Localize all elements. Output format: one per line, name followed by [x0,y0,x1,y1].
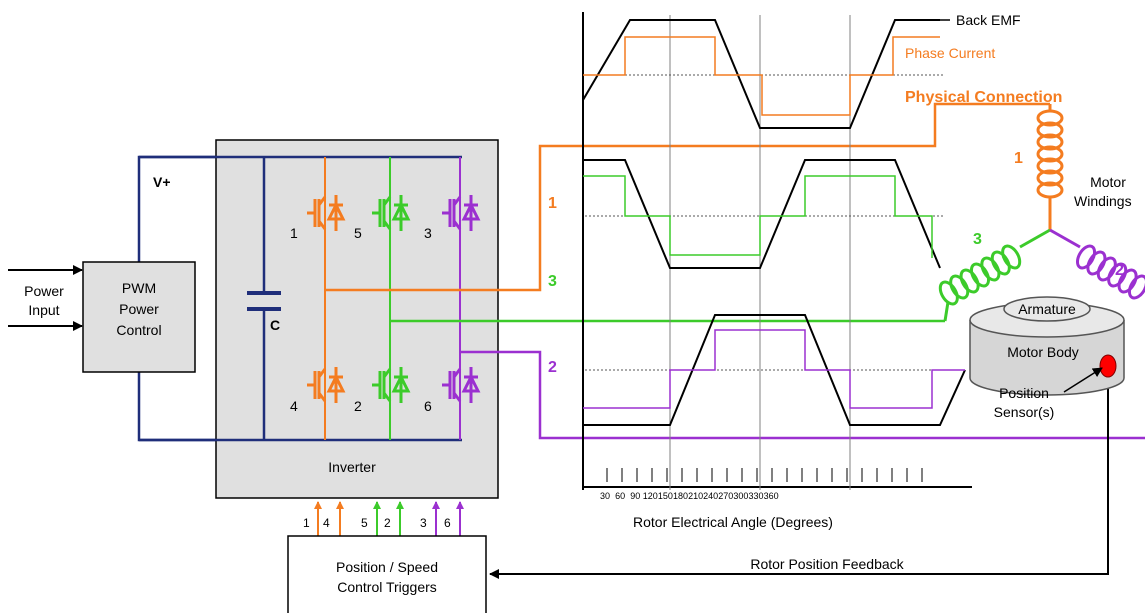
phase-2-wire [460,350,1145,440]
pwm-label-1: PWM [122,280,156,296]
vplus-label: V+ [153,174,171,190]
phase-2-back-emf [583,314,966,426]
phase-2-current [583,329,965,409]
switch-6 [442,367,481,403]
trigger-arrows: 1 4 5 2 3 6 [303,501,464,536]
trigger-number-6: 6 [444,516,451,530]
motor-windings-label-1: Motor [1090,174,1126,190]
armature-label: Armature [1018,301,1076,317]
controller-label-1: Position / Speed [336,559,438,575]
phase-3-back-emf [583,159,941,269]
armature [1003,296,1091,322]
position-speed-controller: Position / Speed Control Triggers [287,535,487,613]
angle-tick-label: 150 [658,491,673,501]
angle-tick-label: 270 [718,491,733,501]
trigger-number-2: 2 [384,516,391,530]
phase-current-label: Phase Current [905,45,995,61]
capacitor-label: C [270,317,280,333]
power-input: Power Input [8,265,83,331]
angle-tick-label: 300 [733,491,748,501]
angle-tick-label: 30 [600,491,610,501]
pwm-label-3: Control [116,322,161,338]
switch-number-2: 2 [354,398,362,414]
inverter-label: Inverter [328,459,376,475]
position-sensor [1099,354,1117,378]
trigger-number-3: 3 [420,516,427,530]
switch-number-4: 4 [290,398,298,414]
angle-tick-label: 60 [615,491,625,501]
winding-number-1: 1 [1014,150,1023,167]
phase-3-label: 3 [548,273,557,290]
trigger-number-1: 1 [303,516,310,530]
power-input-label-1: Power [24,283,64,299]
switch-5 [372,195,411,231]
phase-1-wire [325,102,1050,292]
switch-number-3: 3 [424,225,432,241]
pwm-label-2: Power [119,301,159,317]
pwm-power-control: PWM Power Control [82,261,196,373]
switch-number-1: 1 [290,225,298,241]
phase-3-current [583,175,933,258]
phase-1-current [583,36,940,116]
angle-tick-label: 330 [748,491,763,501]
controller-label-2: Control Triggers [337,579,437,595]
power-input-label-2: Input [28,302,59,318]
switch-1 [307,195,346,231]
angle-tick-label: 90 [630,491,640,501]
angle-tick-label: 180 [673,491,688,501]
igbt-switches: 1 5 3 4 2 6 [290,195,481,414]
trigger-number-5: 5 [361,516,368,530]
switch-4 [307,367,346,403]
motor-windings-label-2: Windings [1074,193,1132,209]
phase-1-label: 1 [548,195,557,212]
physical-connection-label: Physical Connection [905,89,1062,106]
switch-3 [442,195,481,231]
motor-body: Armature Motor Body Position Sensor(s) [969,296,1125,420]
position-sensor-label-1: Position [999,385,1049,401]
angle-tick-label: 120 [643,491,658,501]
phase-2-label: 2 [548,359,557,376]
trigger-number-4: 4 [323,516,330,530]
back-emf-label: Back EMF [956,12,1021,28]
position-sensor-label-2: Sensor(s) [994,404,1055,420]
winding-number-3: 3 [973,231,982,248]
motor-windings: 1 3 2 Motor Windings [938,104,1145,322]
angle-tick-label: 360 [764,491,779,501]
rotor-feedback-label: Rotor Position Feedback [750,556,904,572]
switch-2 [372,367,411,403]
inverter: Inverter [215,139,499,499]
winding-number-2: 2 [1115,262,1124,279]
switch-number-6: 6 [424,398,432,414]
angle-tick-label: 210 [688,491,703,501]
rotor-feedback-line: Rotor Position Feedback [489,366,1109,579]
angle-tick-label: 240 [703,491,718,501]
capacitor: C [247,291,281,333]
angle-axis-label: Rotor Electrical Angle (Degrees) [633,514,833,530]
motor-body-label: Motor Body [1007,344,1079,360]
switch-number-5: 5 [354,225,362,241]
